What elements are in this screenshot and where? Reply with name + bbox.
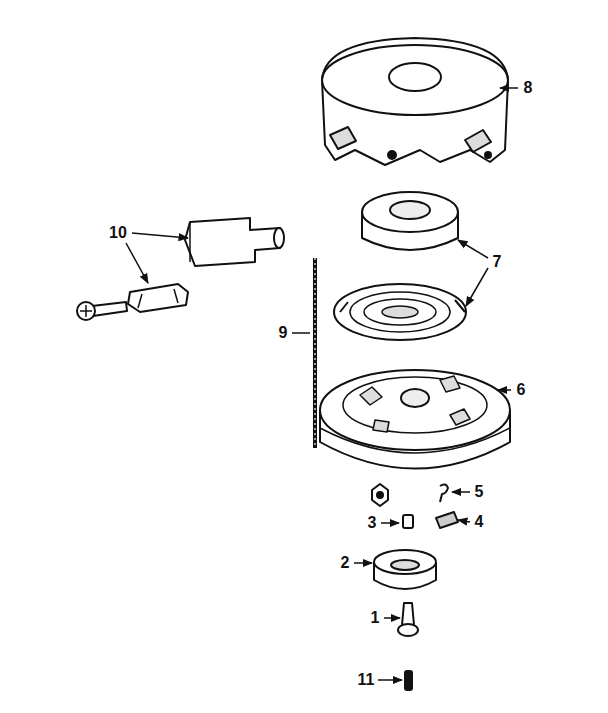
callout-number: 1 bbox=[370, 610, 381, 626]
callout-number: 3 bbox=[367, 515, 378, 531]
callout-number: 4 bbox=[474, 514, 485, 530]
callout-number: 10 bbox=[108, 225, 128, 241]
callout-number: 7 bbox=[492, 254, 503, 270]
callout-number: 6 bbox=[516, 382, 527, 398]
callout-number: 5 bbox=[474, 484, 485, 500]
callout-number: 2 bbox=[340, 555, 351, 571]
callout-number: 11 bbox=[357, 672, 376, 688]
callout-number: 9 bbox=[278, 325, 289, 341]
callout-number: 8 bbox=[523, 80, 534, 96]
